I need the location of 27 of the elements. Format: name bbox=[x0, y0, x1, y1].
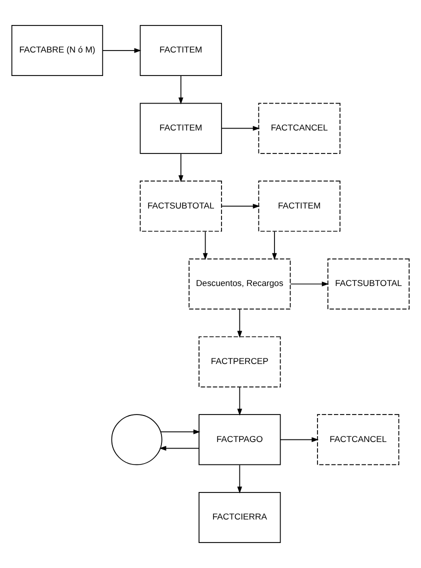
node-box: FACTCANCEL bbox=[317, 414, 400, 466]
node-circle bbox=[111, 414, 162, 466]
arrow bbox=[272, 231, 277, 260]
arrow bbox=[178, 153, 184, 182]
arrow bbox=[237, 464, 242, 494]
arrow bbox=[160, 429, 200, 434]
arrow bbox=[221, 126, 260, 131]
arrow bbox=[202, 231, 208, 260]
arrow bbox=[102, 48, 142, 53]
node-box: FACTSUBTOTAL bbox=[140, 180, 222, 232]
node-box: FACTITEM bbox=[140, 102, 222, 154]
arrow bbox=[290, 282, 329, 286]
arrow bbox=[159, 446, 200, 451]
node-box: FACTABRE (N ó M) bbox=[11, 25, 104, 76]
arrow bbox=[237, 386, 242, 416]
arrow bbox=[280, 437, 319, 442]
arrow bbox=[221, 204, 260, 209]
node-box: FACTITEM bbox=[258, 180, 340, 232]
node-box: FACTITEM bbox=[140, 25, 222, 76]
node-box: FACTCANCEL bbox=[258, 102, 340, 154]
node-box: FACTPERCEP bbox=[198, 336, 281, 388]
arrow bbox=[237, 309, 242, 338]
arrow bbox=[178, 76, 184, 104]
node-box: FACTPAGO bbox=[198, 414, 281, 466]
node-box: FACTSUBTOTAL bbox=[327, 258, 410, 310]
node-box: FACTCIERRA bbox=[198, 492, 281, 543]
node-box: Descuentos, Recargos bbox=[188, 258, 291, 310]
